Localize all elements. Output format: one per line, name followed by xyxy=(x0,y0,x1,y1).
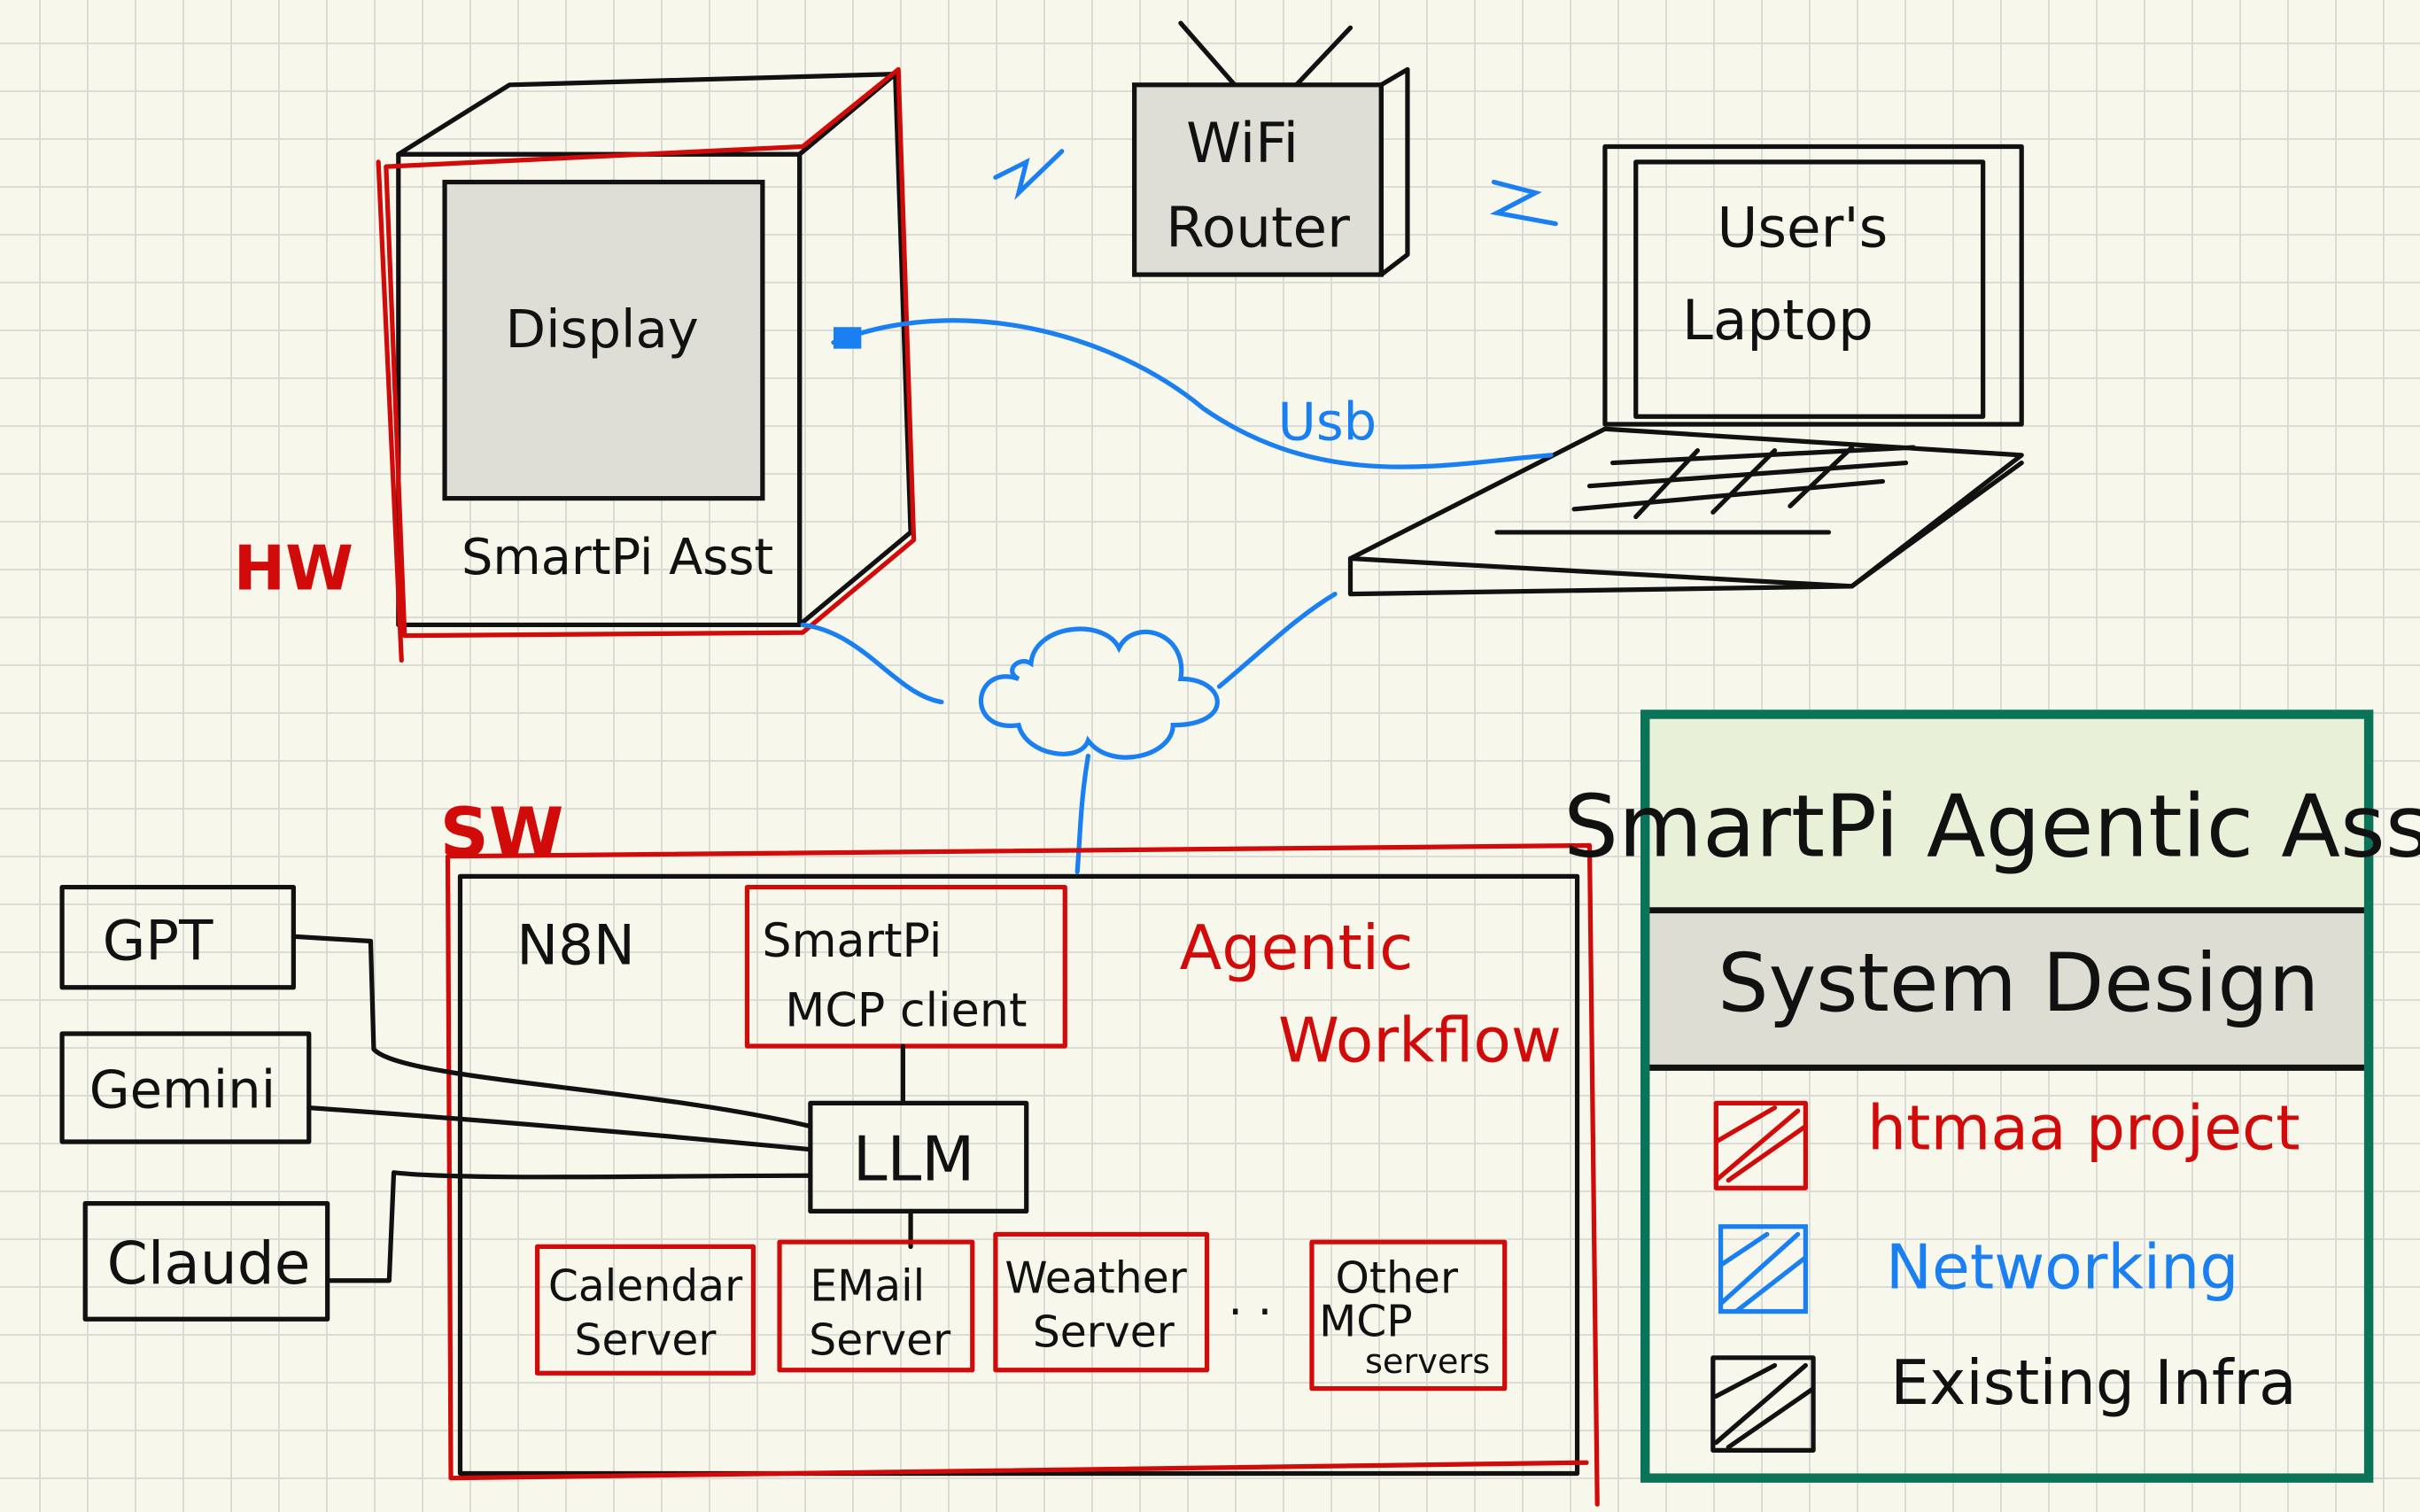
calendar-server-box xyxy=(534,1244,756,1376)
server-calendar: Calendar Server xyxy=(534,1244,756,1376)
legend-subtitle: System Design xyxy=(1718,937,2319,1030)
legend-hatch xyxy=(1713,1362,1816,1450)
more-servers-ellipsis: . . xyxy=(1228,1273,1272,1326)
other-mcp-line3: servers xyxy=(1365,1342,1490,1382)
gemini-llm-link xyxy=(306,1105,813,1152)
other-mcp-line1: Other xyxy=(1336,1253,1459,1304)
device-side-face xyxy=(797,71,913,628)
legend-swatch-red xyxy=(1713,1100,1808,1190)
device-name: SmartPi Asst xyxy=(462,529,773,586)
model-gpt: GPT xyxy=(59,884,296,990)
usb-label: Usb xyxy=(1277,391,1377,452)
device-cloud-link xyxy=(800,622,944,705)
usb-cable xyxy=(831,318,1554,469)
laptop-keyboard xyxy=(1494,445,1916,535)
usb-connector-icon xyxy=(833,327,862,349)
wifi-router: WiFi Router xyxy=(1132,20,1410,277)
laptop-lid xyxy=(1602,143,2024,427)
device-top-face xyxy=(396,71,898,157)
other-mcp-box xyxy=(1309,1239,1508,1392)
workflow-label: Workflow xyxy=(1278,1004,1562,1076)
server-other-mcp: Other MCP servers xyxy=(1309,1239,1508,1392)
legend-label-existing: Existing Infra xyxy=(1890,1347,2297,1419)
legend-swatch-blue xyxy=(1718,1224,1808,1314)
laptop-label-line1: User's xyxy=(1717,196,1888,260)
router-label-line1: WiFi xyxy=(1186,111,1299,175)
email-server-line1: EMail xyxy=(810,1260,925,1311)
calendar-server-line1: Calendar xyxy=(548,1260,743,1311)
laptop-label-line2: Laptop xyxy=(1682,288,1873,353)
weather-server-line2: Server xyxy=(1033,1307,1175,1358)
legend-panel: SmartPi Agentic Asst System Design htmaa… xyxy=(1563,709,2420,1483)
server-weather: Weather Server xyxy=(993,1231,1210,1373)
email-server-box xyxy=(777,1239,975,1373)
gemini-label: Gemini xyxy=(89,1059,275,1120)
laptop-base-edge xyxy=(1347,460,2024,597)
other-mcp-line2: MCP xyxy=(1319,1296,1413,1346)
legend-title: SmartPi Agentic Asst xyxy=(1563,777,2420,878)
mcp-client-line1: SmartPi xyxy=(762,915,942,968)
n8n-label: N8N xyxy=(516,913,635,978)
users-laptop: User's Laptop xyxy=(1347,143,2024,597)
gpt-llm-link xyxy=(291,934,813,1129)
legend-label-networking: Networking xyxy=(1886,1231,2239,1303)
legend-dividers xyxy=(1645,907,2370,1071)
legend-hatch xyxy=(1713,1105,1808,1183)
cloud-icon xyxy=(978,626,1220,760)
legend-swatch-black xyxy=(1710,1355,1816,1453)
device-red-outline xyxy=(376,66,917,663)
sw-red-outline xyxy=(445,842,1600,1507)
wifi-signal-icon xyxy=(1490,179,1558,227)
weather-server-box xyxy=(993,1231,1210,1373)
laptop-cloud-link xyxy=(1216,591,1338,689)
model-claude: Claude xyxy=(82,1201,330,1322)
gemini-box xyxy=(59,1031,312,1144)
server-email: EMail Server xyxy=(777,1239,975,1373)
legend-title-bg xyxy=(1645,714,2370,911)
calendar-server-line2: Server xyxy=(575,1314,717,1365)
display-label: Display xyxy=(506,299,699,360)
email-server-line2: Server xyxy=(809,1314,951,1365)
router-label-line2: Router xyxy=(1166,196,1350,260)
gpt-label: GPT xyxy=(103,908,213,973)
mcp-client-box xyxy=(744,884,1067,1049)
hw-section-label: HW xyxy=(234,532,353,604)
claude-box xyxy=(82,1201,330,1322)
sw-section-label: SW xyxy=(440,795,564,873)
router-antennas xyxy=(1178,20,1353,88)
legend-border xyxy=(1640,709,2374,1483)
legend-subtitle-bg xyxy=(1645,910,2370,1068)
smartpi-device: Display SmartPi Asst xyxy=(376,66,917,663)
claude-label: Claude xyxy=(107,1229,311,1298)
llm-label: LLM xyxy=(853,1124,975,1196)
legend-hatch xyxy=(1718,1231,1808,1314)
claude-llm-link xyxy=(325,1170,813,1283)
model-gemini: Gemini xyxy=(59,1031,312,1144)
display-screen xyxy=(442,179,765,501)
router-side xyxy=(1378,66,1410,277)
cloud-n8n-link xyxy=(1074,753,1091,874)
agentic-label: Agentic xyxy=(1180,912,1414,984)
laptop-base xyxy=(1347,426,2024,589)
legend-label-htmaa: htmaa project xyxy=(1867,1093,2300,1165)
wifi-signal-icon xyxy=(993,149,1065,200)
weather-server-line1: Weather xyxy=(1004,1253,1187,1304)
llm-box xyxy=(808,1100,1029,1213)
laptop-screen xyxy=(1633,159,1986,419)
mcp-client-line2: MCP client xyxy=(785,984,1027,1037)
